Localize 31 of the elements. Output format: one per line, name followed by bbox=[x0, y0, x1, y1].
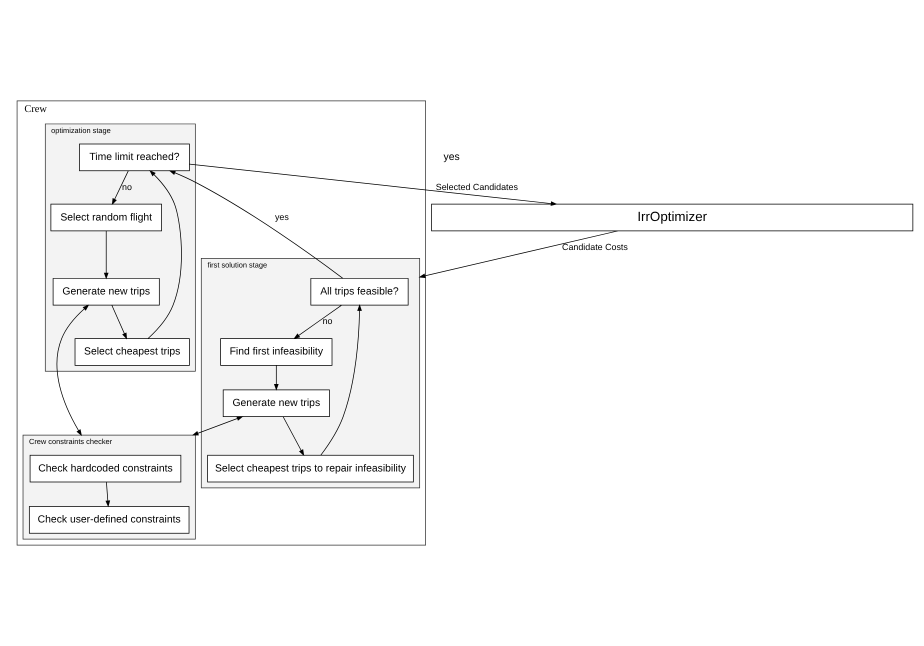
arrow bbox=[418, 230, 618, 278]
arrow bbox=[274, 365, 279, 391]
arrow bbox=[105, 482, 110, 508]
edge-label: Candidate Costs bbox=[562, 242, 628, 252]
node-box: Select cheapest trips to repair infeasibility bbox=[207, 454, 414, 482]
node-box: Generate new trips bbox=[222, 389, 330, 417]
node-box: Check hardcoded constraints bbox=[30, 454, 182, 482]
node-box: Time limit reached? bbox=[79, 144, 190, 172]
node-box: Select random flight bbox=[50, 204, 162, 232]
edge-label: no bbox=[322, 316, 333, 326]
edge-label: Selected Candidates bbox=[436, 182, 518, 192]
arrow bbox=[168, 170, 344, 279]
node-box: All trips feasible? bbox=[310, 278, 409, 306]
node-box: Find first infeasibility bbox=[220, 338, 332, 366]
arrow bbox=[293, 304, 342, 340]
node-box: Generate new trips bbox=[52, 278, 160, 306]
arrow bbox=[104, 230, 109, 280]
arrow bbox=[112, 170, 129, 206]
edge-label: yes bbox=[274, 212, 289, 222]
arrow bbox=[148, 170, 182, 339]
arrow bbox=[111, 304, 128, 340]
node-box: Select cheapest trips bbox=[74, 338, 190, 366]
node-box: IrrOptimizer bbox=[431, 204, 914, 232]
label: yes bbox=[444, 152, 460, 164]
arrow bbox=[189, 164, 558, 206]
arrow bbox=[320, 304, 362, 456]
node-box: Check user-defined constraints bbox=[28, 506, 190, 534]
arrow bbox=[192, 416, 244, 436]
edge-label: no bbox=[122, 182, 132, 192]
arrow bbox=[56, 304, 90, 436]
arrow bbox=[282, 416, 304, 456]
